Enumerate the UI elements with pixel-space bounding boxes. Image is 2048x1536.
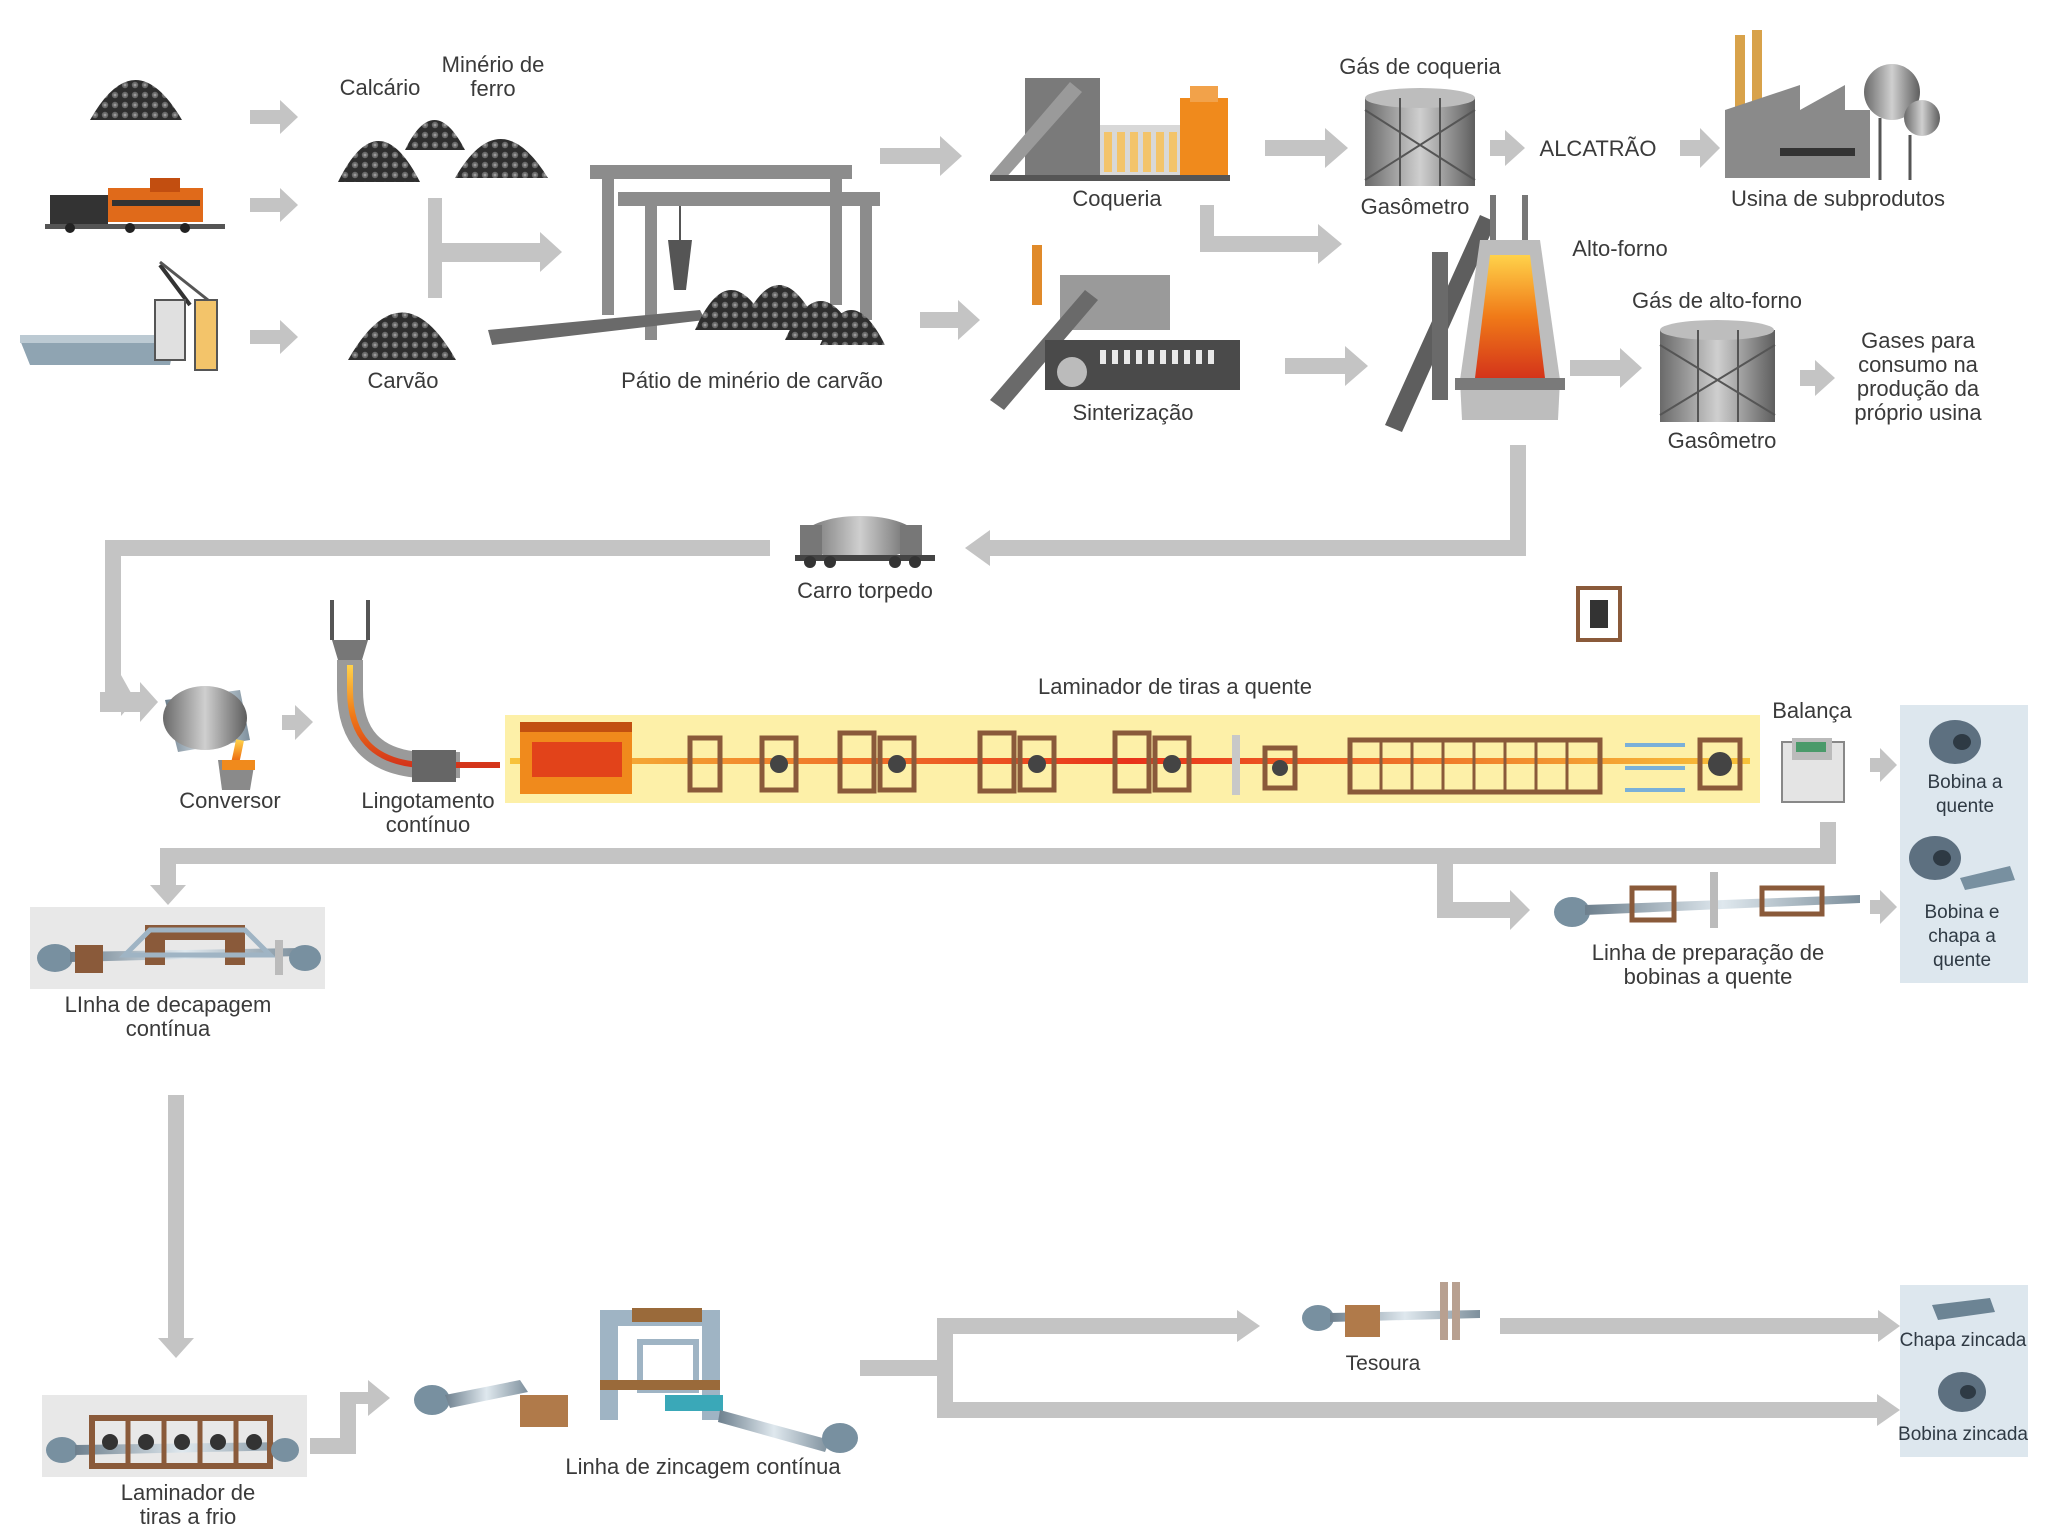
linha-preparacao-icon <box>1554 872 1860 928</box>
patio-label: Pátio de minério de carvão <box>621 368 883 393</box>
chapa-zincada-label: Chapa zincada <box>1900 1330 2027 1351</box>
decapagem-to-frio-arrow <box>158 1095 194 1358</box>
minerio-label-2: ferro <box>470 76 515 101</box>
gasometro-1-label: Gasômetro <box>1361 194 1470 219</box>
linha-preparacao-label-2: bobinas a quente <box>1624 964 1793 989</box>
usina-subprodutos-icon <box>1725 30 1940 180</box>
bobina-chapa-label-3: quente <box>1933 950 1991 971</box>
carro-torpedo-icon <box>795 516 935 568</box>
zincagem-output-arrows <box>860 1310 1900 1426</box>
raw-material-pile-icon <box>90 80 182 120</box>
linha-decapagem-panel <box>30 907 325 989</box>
calcario-minerio-piles-icon <box>338 120 548 182</box>
bobina-quente-label-2: quente <box>1936 796 1994 817</box>
linha-decapagem-label-2: contínua <box>126 1016 211 1041</box>
alto-forno-label: Alto-forno <box>1572 236 1667 261</box>
coqueria-label: Coqueria <box>1072 186 1162 211</box>
alcatrao-label: ALCATRÃO <box>1540 136 1657 161</box>
carvao-label: Carvão <box>368 368 439 393</box>
mill-stand-small-icon <box>1576 586 1622 642</box>
laminador-frio-label-1: Laminador de <box>121 1480 256 1505</box>
gases-consumo-label-2: consumo na <box>1858 352 1979 377</box>
gas-alto-forno-label: Gás de alto-forno <box>1632 288 1802 313</box>
alto-forno-icon <box>1385 195 1565 432</box>
linha-zincagem-label: Linha de zincagem contínua <box>565 1454 841 1479</box>
lingotamento-label-1: Lingotamento <box>361 788 494 813</box>
gases-consumo-label-1: Gases para <box>1861 328 1975 353</box>
bobina-chapa-label-1: Bobina e <box>1924 902 1999 923</box>
flow-arrows-row1 <box>250 100 1835 396</box>
conversor-icon <box>163 686 255 790</box>
linha-zincagem-icon <box>414 1308 858 1453</box>
sinterizacao-label: Sinterização <box>1072 400 1193 425</box>
usina-subprodutos-label: Usina de subprodutos <box>1731 186 1945 211</box>
laminador-frio-label-2: tiras a frio <box>140 1504 237 1529</box>
frio-to-zincagem-arrow <box>310 1380 390 1454</box>
zinc-products-panel <box>1900 1285 2028 1457</box>
balanca-arrows <box>150 748 1897 930</box>
balanca-label: Balança <box>1772 698 1852 723</box>
linha-preparacao-label-1: Linha de preparação de <box>1592 940 1824 965</box>
gases-consumo-label-4: próprio usina <box>1854 400 1982 425</box>
train-icon <box>45 178 225 233</box>
lingotamento-icon <box>330 600 500 782</box>
gas-coqueria-label: Gás de coqueria <box>1339 54 1501 79</box>
conversor-label: Conversor <box>179 788 280 813</box>
laminador-quente-label: Laminador de tiras a quente <box>1038 674 1312 699</box>
coqueria-icon <box>990 78 1230 181</box>
bobina-zincada-label: Bobina zincada <box>1898 1424 2028 1445</box>
conversor-to-lingotamento-arrow <box>282 705 313 740</box>
gasometro-2-label: Gasômetro <box>1668 428 1777 453</box>
carro-torpedo-label: Carro torpedo <box>797 578 933 603</box>
sinterizacao-icon <box>990 245 1240 410</box>
minerio-label-1: Minério de <box>442 52 545 77</box>
laminador-frio-panel <box>42 1395 307 1477</box>
ship-crane-icon <box>20 260 218 371</box>
linha-decapagem-label-1: LInha de decapagem <box>65 992 272 1017</box>
laminador-quente-band <box>505 715 1760 803</box>
hot-products-panel <box>1900 705 2028 983</box>
bobina-quente-label-1: Bobina a <box>1927 772 2002 793</box>
balanca-icon <box>1781 738 1845 803</box>
patio-gantry-icon <box>488 165 885 345</box>
gasometro-2-icon <box>1659 320 1776 422</box>
lingotamento-label-2: contínuo <box>386 812 470 837</box>
calcario-label: Calcário <box>340 75 421 100</box>
torpedo-flow-arrow <box>100 445 1526 722</box>
bobina-chapa-label-2: chapa a <box>1928 926 1996 947</box>
gasometro-1-icon <box>1364 88 1476 186</box>
tesoura-icon <box>1302 1282 1480 1340</box>
gases-consumo-label-3: produção da <box>1857 376 1980 401</box>
carvao-pile-icon <box>348 312 456 360</box>
tesoura-label: Tesoura <box>1346 1352 1421 1375</box>
